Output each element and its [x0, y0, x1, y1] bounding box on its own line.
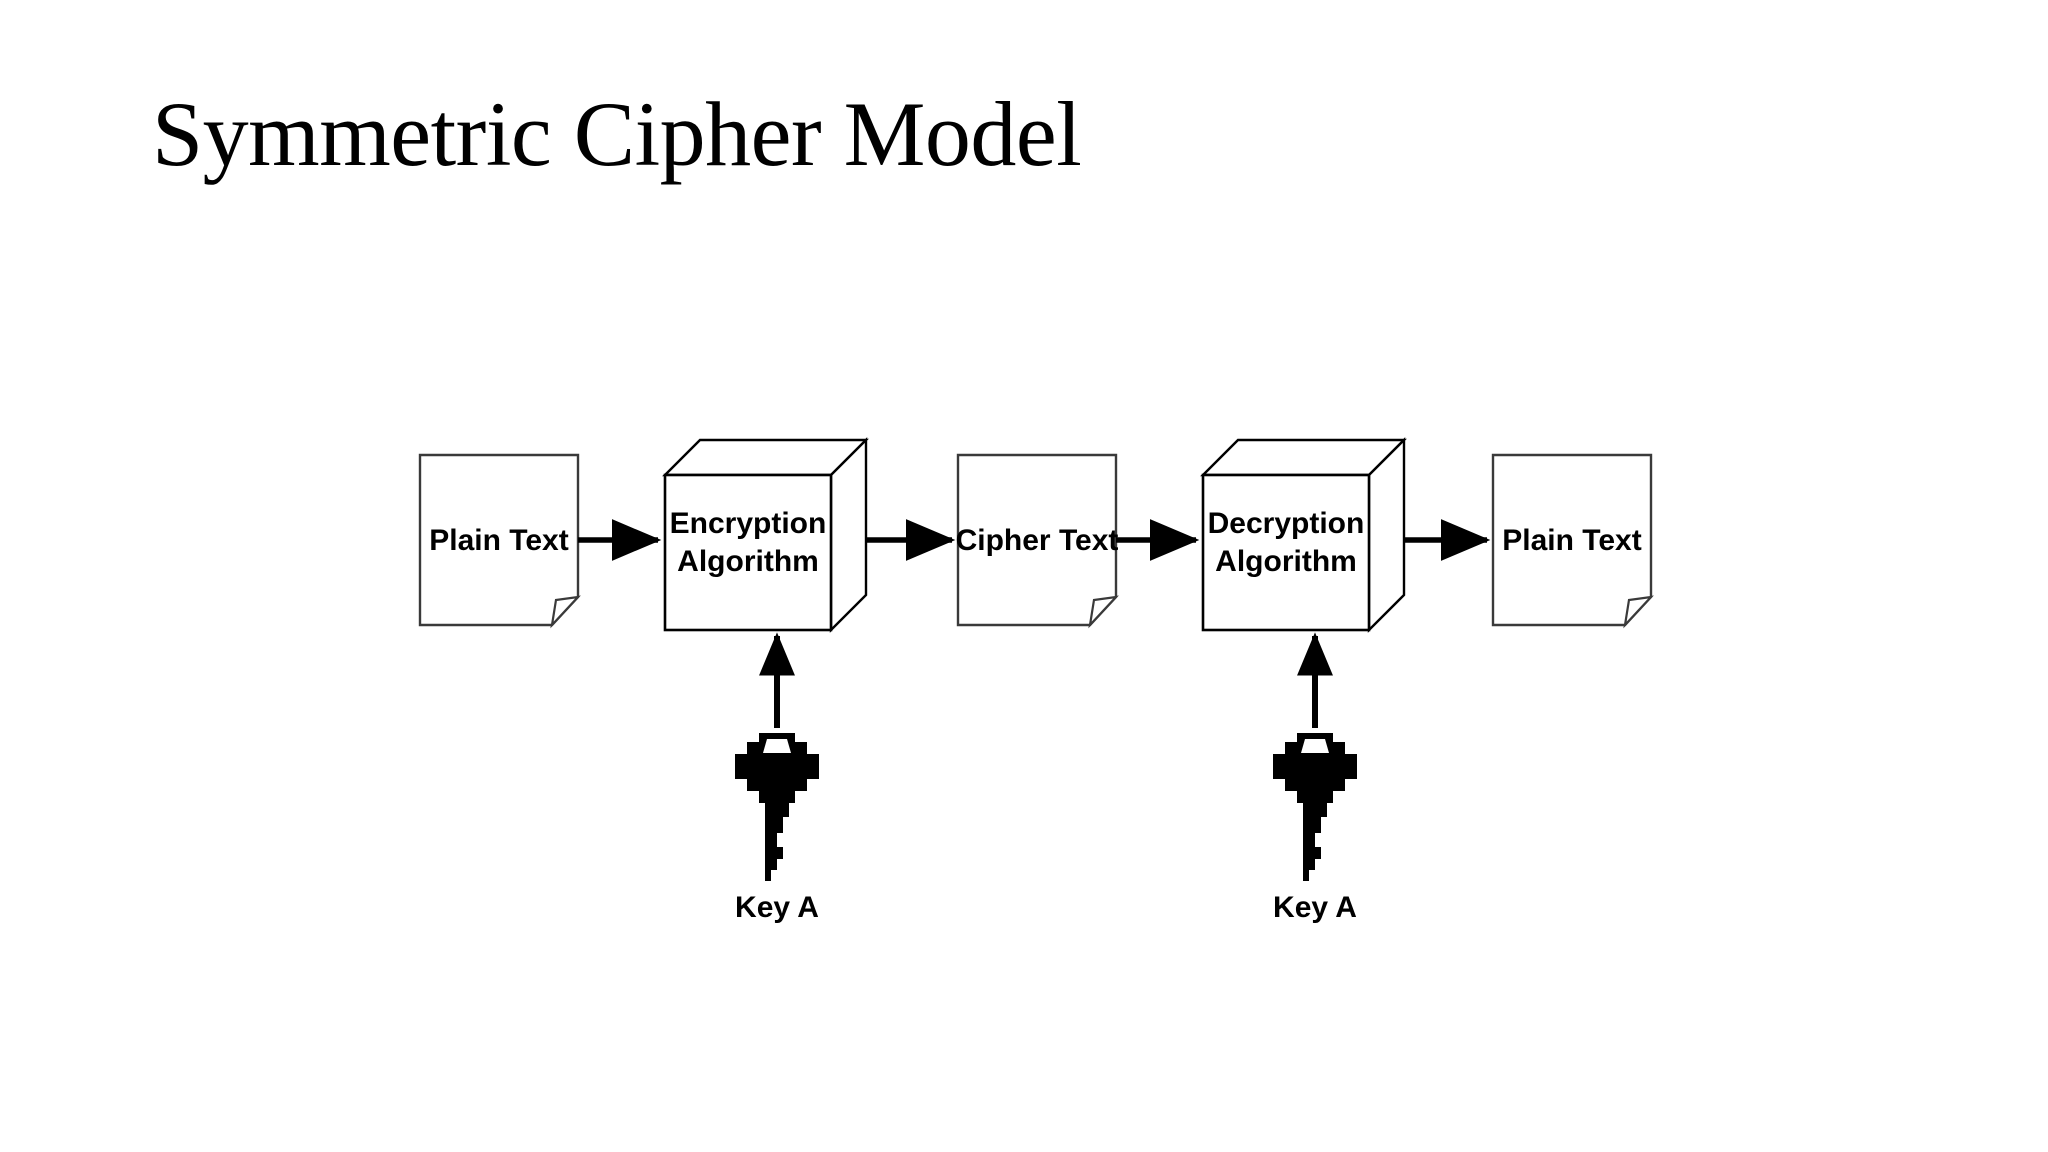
document-body	[1491, 453, 1653, 627]
node-ciphertext-shape[interactable]	[956, 453, 1119, 629]
key-hole	[763, 739, 791, 753]
document-fold-corner	[550, 595, 581, 629]
cube-front-face	[1201, 473, 1371, 632]
key-body	[735, 733, 819, 881]
document-body	[418, 453, 580, 627]
node-label-key-encrypt: Key A	[735, 891, 819, 924]
page-title: Symmetric Cipher Model	[152, 83, 1082, 185]
document-body	[956, 453, 1118, 627]
key-icon[interactable]	[735, 733, 819, 881]
document-fold-corner	[1623, 595, 1654, 629]
key-hole	[1301, 739, 1329, 753]
node-decryption-shape[interactable]	[1200, 437, 1407, 633]
cube-right-face	[1367, 437, 1406, 633]
node-plaintext-out-shape[interactable]	[1491, 453, 1654, 629]
key-body	[1273, 733, 1357, 881]
cube-front-face	[663, 473, 833, 632]
document-fold-corner	[1088, 595, 1119, 629]
key-icon[interactable]	[1273, 733, 1357, 881]
node-encryption-shape[interactable]	[662, 437, 869, 633]
node-label-key-decrypt: Key A	[1273, 891, 1357, 924]
cube-right-face	[829, 437, 868, 633]
node-plaintext-in-shape[interactable]	[418, 453, 581, 629]
